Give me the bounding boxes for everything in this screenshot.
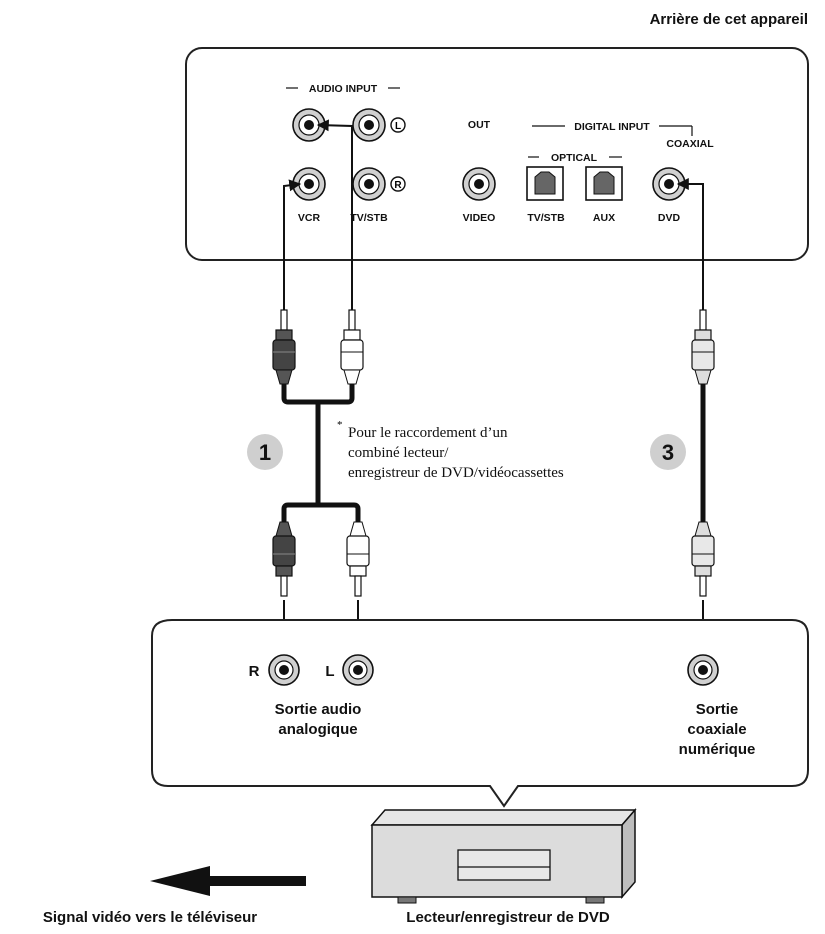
- rear-panel-title: Arrière de cet appareil: [650, 11, 808, 28]
- left-channel-badge: [390, 117, 406, 133]
- footnote-line-2: combiné lecteur/: [348, 445, 449, 461]
- video-out-jack[interactable]: [462, 167, 496, 201]
- footnote-asterisk: *: [337, 419, 343, 431]
- coaxial-label: COAXIAL: [666, 138, 714, 150]
- out-label: OUT: [468, 119, 491, 131]
- device-r-label: R: [249, 663, 260, 680]
- optical-tv-stb-jack[interactable]: [526, 166, 564, 201]
- step-number-3: 3: [662, 440, 674, 465]
- disc-tray: [457, 849, 551, 881]
- audio-input-label: AUDIO INPUT: [309, 83, 378, 95]
- wire-to-coaxial-dvd: [676, 178, 704, 310]
- step-badge-3: 3: [650, 434, 686, 470]
- device-analog-l-jack[interactable]: [342, 654, 374, 686]
- digital-input-label: DIGITAL INPUT: [574, 121, 650, 133]
- device-callout-box: [151, 619, 809, 808]
- wire-to-vcr-right: [283, 179, 302, 310]
- right-channel-letter: R: [394, 180, 402, 191]
- optical-label: OPTICAL: [551, 152, 598, 164]
- coaxial-output-line-2: coaxiale: [687, 721, 746, 738]
- video-label: VIDEO: [463, 212, 496, 224]
- tv-signal-caption: Signal vidéo vers le téléviseur: [43, 909, 257, 926]
- analog-output-line-2: analogique: [278, 721, 357, 738]
- step-badge-1: 1: [247, 434, 283, 470]
- coaxial-dvd-jack[interactable]: [652, 167, 686, 201]
- video-signal-arrow: [150, 866, 306, 896]
- audio-input-group: AUDIO INPUT L R VCR TV/STB: [286, 83, 406, 224]
- lower-white-rca-plug: [346, 521, 370, 597]
- coaxial-output-line-1: Sortie: [696, 701, 739, 718]
- step-number-1: 1: [259, 440, 271, 465]
- digital-input-group: DIGITAL INPUT COAXIAL OPTICAL TV/STB AUX…: [526, 121, 714, 224]
- dvd-player-illustration: [370, 807, 637, 904]
- tv-stb-label: TV/STB: [350, 212, 388, 224]
- footnote-line-1: Pour le raccordement d’un: [348, 425, 508, 441]
- upper-white-rca-plug: [340, 309, 364, 385]
- left-channel-letter: L: [395, 121, 401, 132]
- device-coaxial-jack[interactable]: [687, 654, 719, 686]
- lower-coaxial-rca-plug: [691, 521, 715, 597]
- vcr-left-jack[interactable]: [292, 108, 326, 142]
- device-analog-r-jack[interactable]: [268, 654, 300, 686]
- vcr-right-jack[interactable]: [292, 167, 326, 201]
- upper-dark-rca-plug: [272, 309, 296, 385]
- coaxial-output-line-3: numérique: [679, 741, 756, 758]
- aux-label: AUX: [593, 212, 615, 224]
- optical-aux-jack[interactable]: [585, 166, 623, 201]
- footnote-line-3: enregistreur de DVD/vidéocassettes: [348, 465, 564, 481]
- right-channel-badge: [390, 176, 406, 192]
- player-caption: Lecteur/enregistreur de DVD: [406, 909, 610, 926]
- video-out-group: OUT VIDEO: [462, 119, 496, 224]
- analog-output-line-1: Sortie audio: [275, 701, 362, 718]
- optical-tv-stb-label: TV/STB: [527, 212, 565, 224]
- cable-wires-upper: [283, 119, 704, 310]
- device-output-jacks: R L Sortie audio analogique Sortie coaxi…: [249, 654, 756, 758]
- lower-dark-rca-plug: [272, 521, 296, 597]
- device-l-label: L: [325, 663, 334, 680]
- rear-panel: [185, 47, 809, 261]
- upper-coaxial-rca-plug: [691, 309, 715, 385]
- stereo-cable-body: [281, 384, 361, 522]
- tv-stb-right-jack[interactable]: [352, 167, 386, 201]
- wire-to-vcr-left: [316, 119, 353, 310]
- tv-stb-left-jack[interactable]: [352, 108, 386, 142]
- dvd-label: DVD: [658, 212, 681, 224]
- vcr-label: VCR: [298, 212, 321, 224]
- combo-footnote: * Pour le raccordement d’un combiné lect…: [337, 419, 564, 481]
